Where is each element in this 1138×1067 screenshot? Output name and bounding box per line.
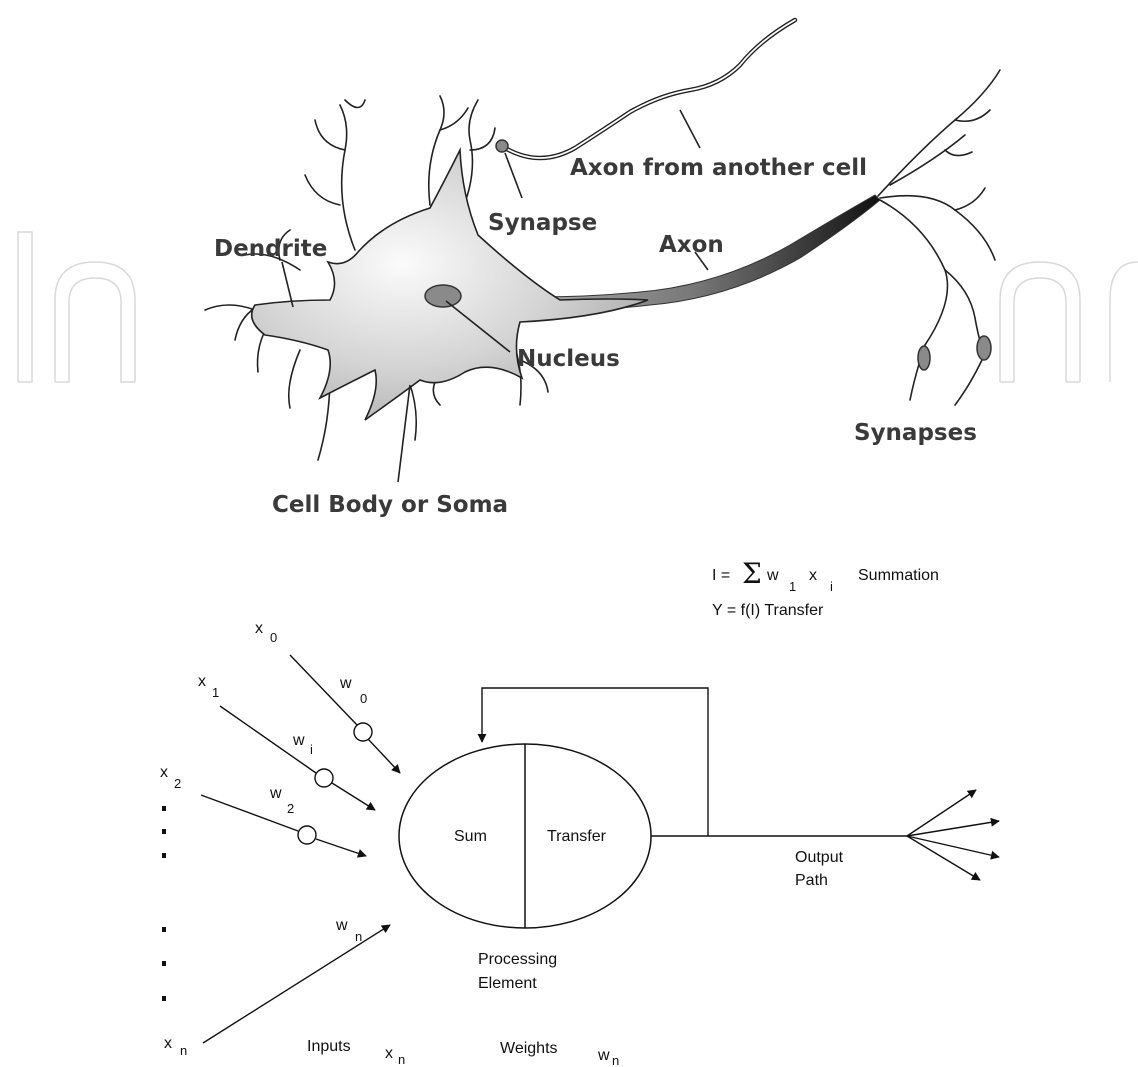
formula-w-sub: 1 xyxy=(789,579,796,594)
label-axon: Axon xyxy=(659,232,724,258)
transfer-equation: Y = f(I) Transfer xyxy=(712,602,824,619)
footer-inputs-sym: x xyxy=(385,1045,393,1062)
weight-labels: w 0 w i w 2 w n xyxy=(269,675,367,944)
formula-w: w xyxy=(766,567,779,584)
processing-label-1: Processing xyxy=(478,951,557,968)
sigma-symbol: Σ xyxy=(742,557,762,590)
ellipsis-dots xyxy=(162,806,166,1001)
label-synapses: Synapses xyxy=(854,420,977,446)
input-labels: x 0 x 1 x 2 x n xyxy=(160,620,277,1058)
output-label-1: Output xyxy=(795,849,844,866)
footer-weights: Weights xyxy=(500,1040,558,1057)
weight-w0: w xyxy=(339,675,352,692)
processing-label-2: Element xyxy=(478,975,537,992)
synapse-bulb-right xyxy=(977,336,991,360)
cell-body xyxy=(252,150,648,420)
input-connections xyxy=(201,655,400,1043)
weight-wi: w xyxy=(292,732,305,749)
input-xn: x xyxy=(164,1035,172,1052)
footer-inputs-sub: n xyxy=(398,1052,405,1067)
label-synapse: Synapse xyxy=(488,210,597,236)
input-xn-sub: n xyxy=(180,1043,187,1058)
sum-label: Sum xyxy=(454,828,487,845)
label-nucleus: Nucleus xyxy=(517,346,620,372)
input-x2-sub: 2 xyxy=(174,776,181,791)
label-cell-body: Cell Body or Soma xyxy=(272,492,508,518)
weight-w2-sub: 2 xyxy=(287,801,294,816)
formula-x: x xyxy=(809,567,817,584)
footer-inputs: Inputs xyxy=(307,1038,351,1055)
weight-wn-sub: n xyxy=(355,929,362,944)
weight-wi-sub: i xyxy=(310,742,313,757)
label-axon-from-another-cell: Axon from another cell xyxy=(570,155,867,181)
formula-name: Summation xyxy=(858,567,939,584)
artificial-neuron-model: I = Σ w 1 x i Summation Y = f(I) Transfe… xyxy=(160,557,999,1067)
label-dendrite: Dendrite xyxy=(214,236,327,262)
input-x0-sub: 0 xyxy=(270,630,277,645)
summation-formula: I = Σ w 1 x i Summation Y = f(I) Transfe… xyxy=(712,557,939,619)
weight-w2: w xyxy=(269,785,282,802)
formula-lhs: I = xyxy=(712,567,730,584)
synapse-bulb-left xyxy=(918,346,930,370)
biological-neuron: Axon from another cell Synapse Dendrite … xyxy=(205,20,1000,518)
input-x2: x xyxy=(160,764,168,781)
input-x1-sub: 1 xyxy=(212,685,219,700)
input-x0: x xyxy=(255,620,263,637)
output-label-2: Path xyxy=(795,872,828,889)
footer-weights-sym: w xyxy=(597,1047,610,1064)
weight-w0-sub: 0 xyxy=(360,691,367,706)
nucleus xyxy=(425,285,461,307)
synapse-terminal xyxy=(496,140,508,152)
footer-weights-sub: n xyxy=(612,1053,619,1067)
formula-x-sub: i xyxy=(830,579,833,594)
weight-wn: w xyxy=(335,917,348,934)
axon-from-another-cell xyxy=(505,20,795,158)
output-arrows xyxy=(907,790,999,880)
input-x1: x xyxy=(198,673,206,690)
transfer-label: Transfer xyxy=(547,828,607,845)
